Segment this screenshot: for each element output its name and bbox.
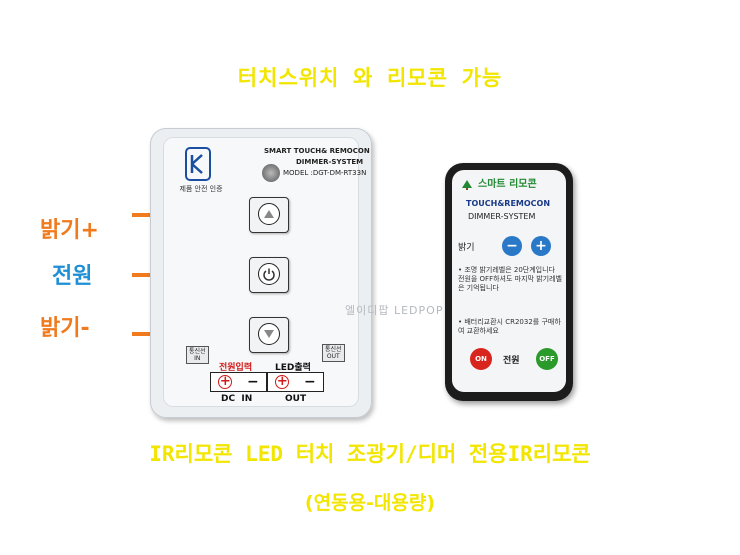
ir-sensor-icon — [262, 164, 280, 182]
minus-icon: − — [246, 374, 259, 390]
kc-label: 제품 안전 인증 — [179, 185, 223, 193]
watermark: 엘이디팝 LEDPOP — [345, 304, 444, 317]
headline: 터치스위치 와 리모콘 가능 — [237, 66, 503, 90]
power-input-label: 전원입력 — [219, 363, 253, 373]
caption-line-1: IR리모콘 LED 터치 조광기/디머 전용IR리모콘 — [149, 442, 591, 466]
remote-off-button[interactable]: OFF — [536, 348, 558, 370]
dc-in-label: DC IN — [221, 394, 253, 404]
power-button[interactable] — [249, 257, 289, 293]
remote-power-label: 전원 — [503, 356, 520, 366]
remote-subtitle-2: DIMMER-SYSTEM — [468, 212, 536, 221]
remote-dim-up-button[interactable]: + — [531, 236, 551, 256]
led-output-label: LED출력 — [275, 363, 311, 373]
label-bright-up: 밝기+ — [40, 218, 99, 243]
dc-in-terminal: + − — [210, 372, 267, 392]
bright-down-button[interactable] — [249, 317, 289, 353]
bright-up-button[interactable] — [249, 197, 289, 233]
remote-dim-down-button[interactable]: − — [502, 236, 522, 256]
caption-line-2: (연동용-대용량) — [304, 492, 436, 514]
remote-on-button[interactable]: ON — [470, 348, 492, 370]
out-label: OUT — [285, 394, 307, 404]
brand-line-1: SMART TOUCH& REMOCON — [264, 147, 370, 155]
led-out-terminal: + − — [267, 372, 324, 392]
power-icon — [258, 263, 280, 285]
remote-note-battery: • 배터리교환시 CR2032를 구매하여 교환하세요 — [458, 318, 561, 335]
remote-title: 스마트 리모콘 — [478, 179, 537, 190]
kc-mark-icon — [185, 147, 211, 181]
remote-bright-label: 밝기 — [458, 243, 475, 253]
triangle-down-icon — [258, 323, 280, 345]
label-bright-down: 밝기- — [40, 316, 90, 341]
plus-icon: + — [218, 374, 233, 389]
tag-comm-out: 통신선 OUT — [322, 344, 345, 362]
triangle-up-icon — [258, 203, 280, 225]
tree-logo-icon — [462, 175, 472, 190]
plus-icon: + — [275, 374, 290, 389]
brand-line-2: DIMMER-SYSTEM — [296, 158, 364, 166]
remote-note-brightness: • 조명 밝기레벨은 20단계입니다 전원을 OFF하셔도 마지막 밝기레벨은 … — [458, 266, 562, 292]
tag-comm-in: 통신선 IN — [186, 346, 209, 364]
minus-icon: − — [303, 374, 316, 390]
remote-subtitle-1: TOUCH&REMOCON — [466, 199, 551, 208]
model-text: MODEL :DGT-DM-RT33N — [283, 169, 367, 177]
label-power: 전원 — [52, 264, 93, 289]
